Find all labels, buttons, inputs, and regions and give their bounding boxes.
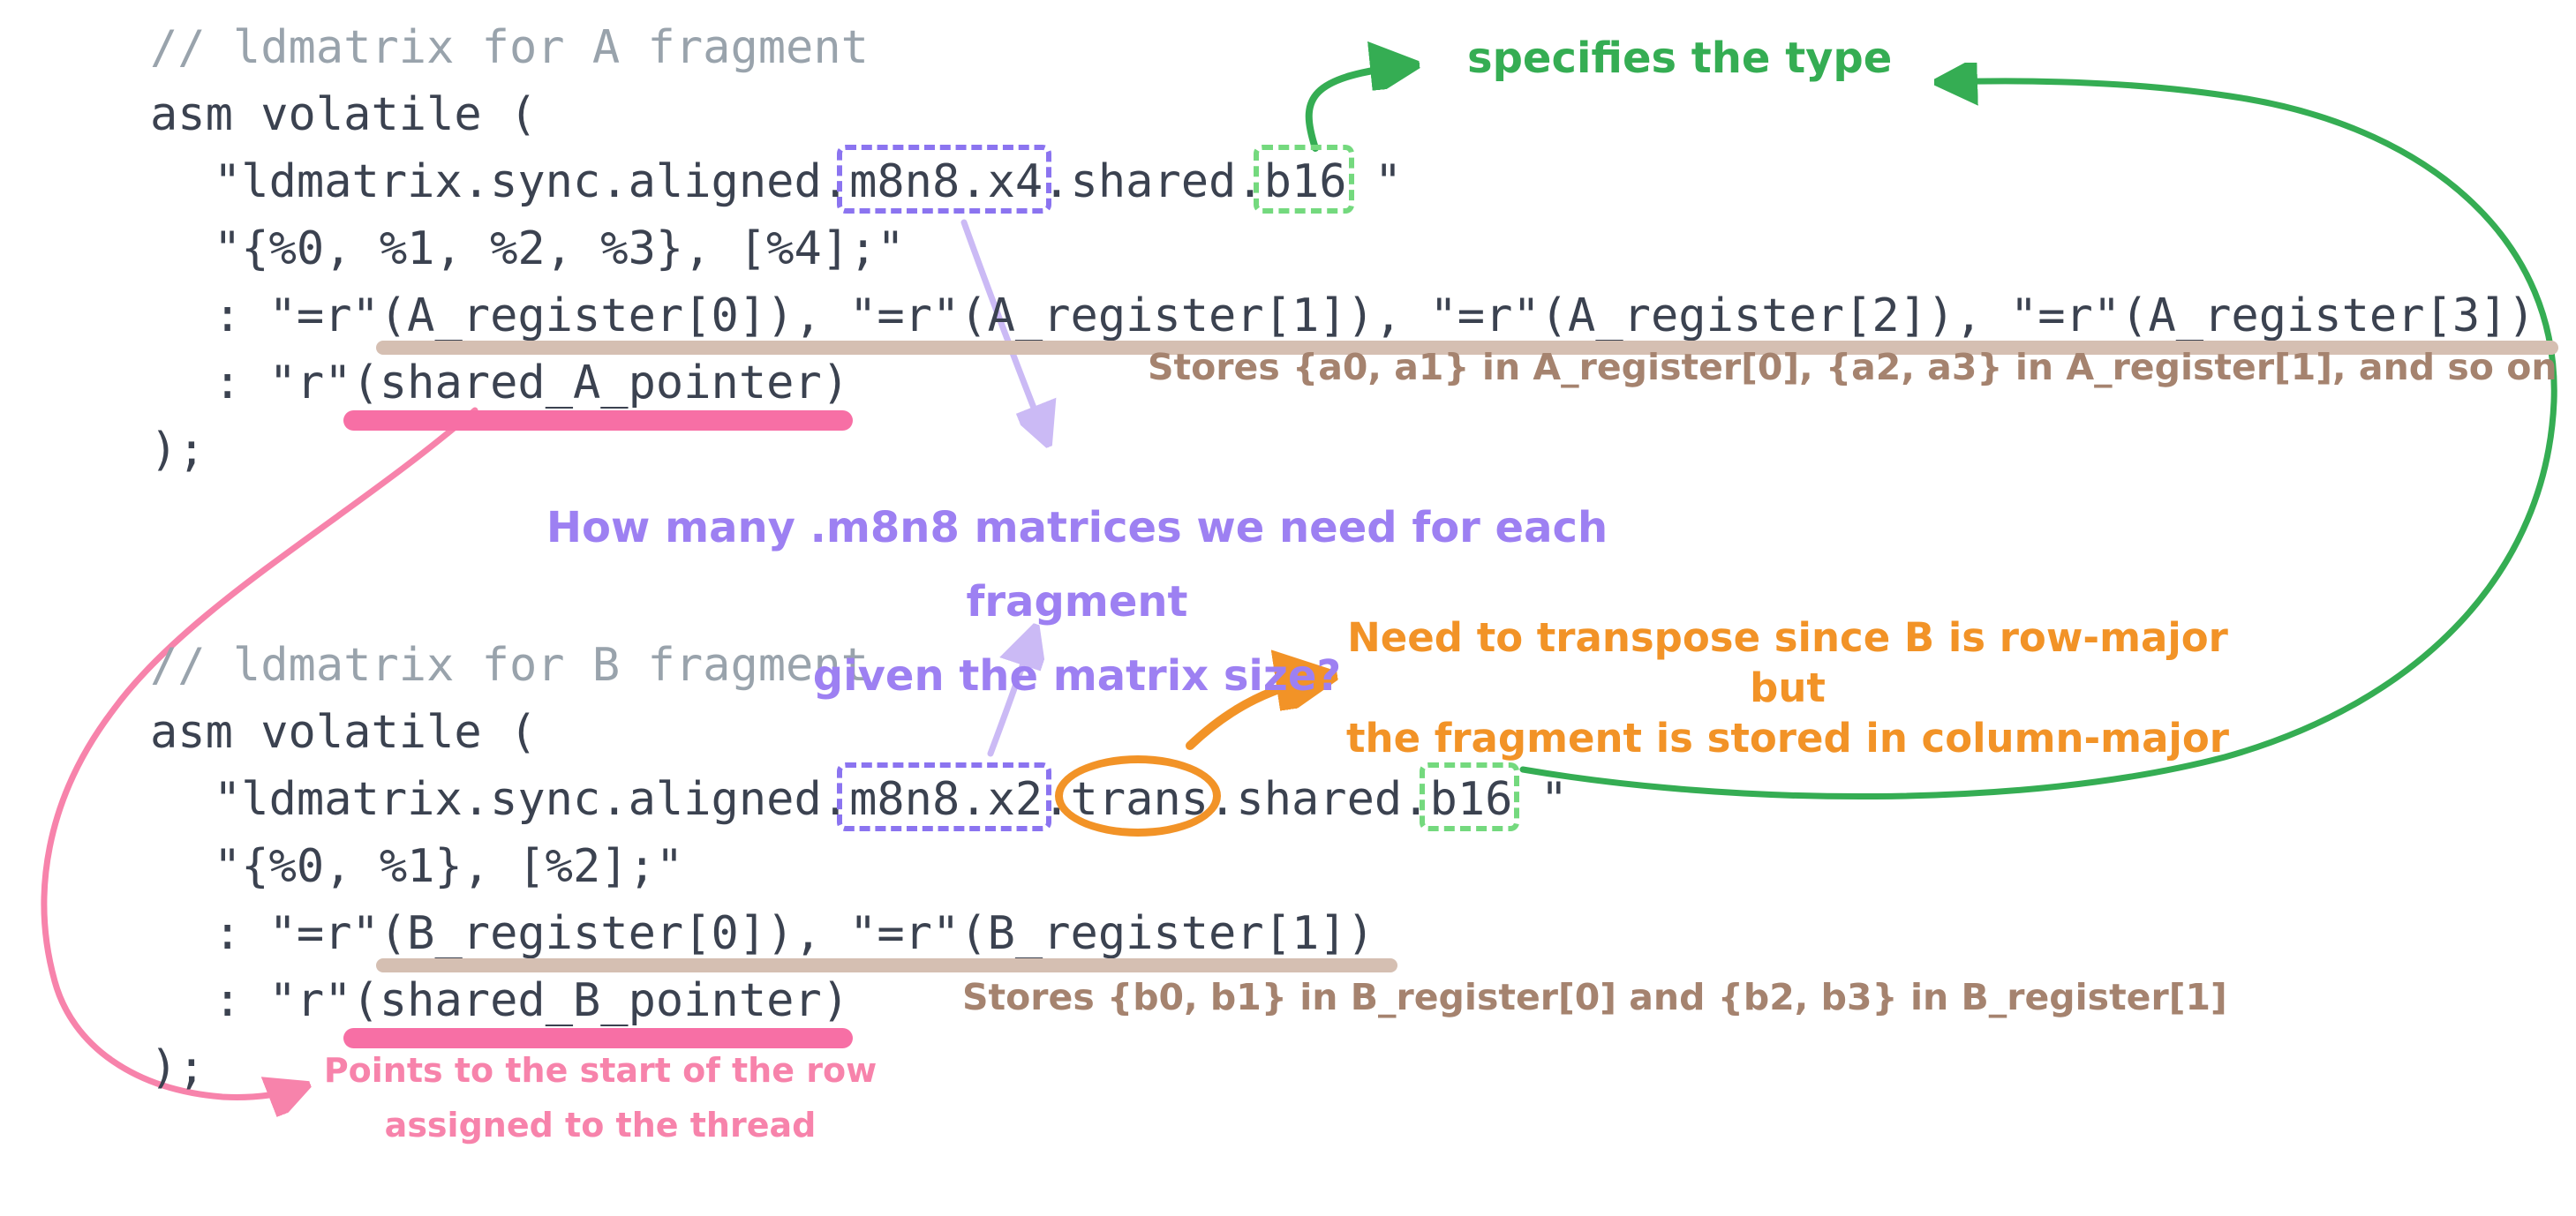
code-line: : "r"(shared_A_pointer) <box>150 349 2535 431</box>
annotation-line: How many .m8n8 matrices we need for each… <box>546 503 1608 627</box>
code-line: ); <box>150 417 2535 484</box>
code-token-tan-underline: (B_register[0]), "=r"(B_register[1]) <box>375 900 1397 972</box>
code-block-b: // ldmatrix for B fragment asm volatile (… <box>150 632 1568 1101</box>
code-token-pink-underline: (shared_A_pointer) <box>343 349 853 431</box>
code-text: ); <box>150 424 206 477</box>
annotation-text: specifies the type <box>1467 34 1893 83</box>
code-token-orange-circle: trans <box>1054 755 1221 837</box>
code-line: "{%0, %1}, [%2];" <box>150 833 1568 900</box>
code-comment-line: // ldmatrix for B fragment <box>150 632 1568 699</box>
code-text: "ldmatrix.sync.aligned. <box>214 155 850 208</box>
code-text: ); <box>150 1041 206 1094</box>
annotation-stores-a: Stores {a0, a1} in A_register[0], {a2, a… <box>1148 346 2557 388</box>
code-text: .shared. <box>1209 773 1430 826</box>
code-line: asm volatile ( <box>150 699 1568 766</box>
annotation-text: Stores {b0, b1} in B_register[0] and {b2… <box>962 976 2227 1018</box>
code-line: asm volatile ( <box>150 81 2535 148</box>
annotation-text: Stores {a0, a1} in A_register[0], {a2, a… <box>1148 346 2557 388</box>
code-line: : "=r"(B_register[0]), "=r"(B_register[1… <box>150 900 1568 972</box>
code-token-pink-underline: (shared_B_pointer) <box>343 967 853 1048</box>
annotation-specifies-type: specifies the type <box>1467 34 1892 83</box>
code-text: " <box>1346 155 1403 208</box>
code-text: : "=r" <box>214 907 380 960</box>
code-token-green-box: b16 <box>1419 762 1520 833</box>
code-line: : "=r"(A_register[0]), "=r"(A_register[1… <box>150 282 2558 355</box>
code-token-green-box: b16 <box>1253 145 1354 215</box>
code-text: : "=r" <box>214 289 380 342</box>
code-line: "ldmatrix.sync.aligned.m8n8.x4.shared.b1… <box>150 145 2535 215</box>
code-text: asm volatile ( <box>150 88 538 141</box>
code-token-tan-underline: (A_register[0]), "=r"(A_register[1]), "=… <box>375 282 2558 355</box>
code-text: // ldmatrix for A fragment <box>150 21 869 74</box>
code-line: "{%0, %1, %2, %3}, [%4];" <box>150 215 2535 282</box>
annotation-line: Need to transpose since B is row-major b… <box>1347 614 2228 711</box>
annotation-line: Points to the start of the row <box>323 1051 877 1090</box>
code-text: "{%0, %1, %2, %3}, [%4];" <box>214 222 905 275</box>
code-text: " <box>1512 773 1569 826</box>
annotation-line: the fragment is stored in column-major <box>1346 715 2229 762</box>
annotation-line: given the matrix size? <box>812 651 1342 701</box>
code-text: // ldmatrix for B fragment <box>150 639 869 692</box>
code-line: ); <box>150 1034 1568 1101</box>
code-text: asm volatile ( <box>150 706 538 759</box>
annotation-matrix-count-question: How many .m8n8 matrices we need for each… <box>490 491 1664 713</box>
annotation-pointer-note: Points to the start of the row assigned … <box>318 1043 883 1152</box>
code-text: : "r" <box>214 974 352 1027</box>
code-text: "ldmatrix.sync.aligned. <box>214 773 850 826</box>
code-line: : "r"(shared_B_pointer) <box>150 967 1568 1048</box>
code-text: : "r" <box>214 357 352 409</box>
annotation-transpose-note: Need to transpose since B is row-major b… <box>1311 612 2264 763</box>
annotation-stores-b: Stores {b0, b1} in B_register[0] and {b2… <box>962 976 2227 1018</box>
annotation-line: assigned to the thread <box>384 1106 817 1145</box>
code-text: .shared. <box>1043 155 1264 208</box>
code-line: "ldmatrix.sync.aligned.m8n8.x2.trans.sha… <box>150 755 1569 837</box>
code-token-purple-box: m8n8.x2 <box>837 762 1052 833</box>
code-token-purple-box: m8n8.x4 <box>837 145 1052 215</box>
code-comment-line: // ldmatrix for A fragment <box>150 14 2535 81</box>
code-text: "{%0, %1}, [%2];" <box>214 840 684 893</box>
code-block-a: // ldmatrix for A fragment asm volatile (… <box>150 14 2558 484</box>
